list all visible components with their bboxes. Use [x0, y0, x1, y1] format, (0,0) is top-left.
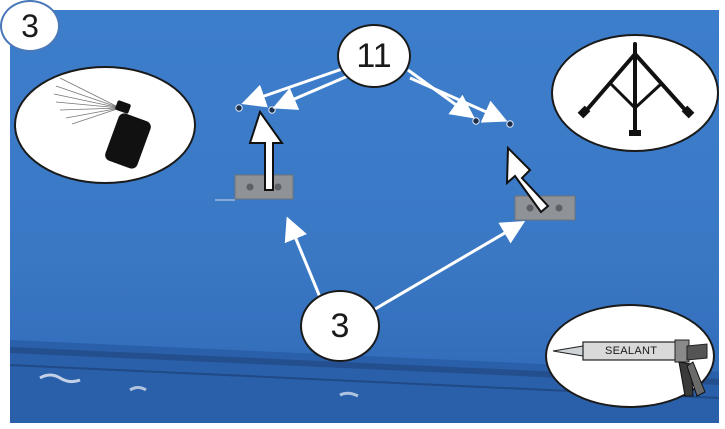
tripod-stand-icon	[577, 42, 695, 136]
bracket-to-hole-arrow	[505, 145, 550, 214]
spray-can-callout	[14, 66, 196, 184]
bracket-count-callout: 3	[300, 290, 380, 362]
hole-count-callout: 11	[337, 24, 411, 88]
hole-marker	[235, 104, 243, 112]
hole-marker	[506, 120, 514, 128]
hole-pointer-arrows	[241, 66, 508, 123]
spray-paint-can-icon	[53, 77, 151, 169]
bracket-pointer-arrows	[284, 216, 526, 314]
hole-marker	[268, 106, 276, 114]
step-number-badge: 3	[0, 0, 60, 52]
sealant-caulk-gun-icon	[552, 339, 708, 397]
sealant-label: SEALANT	[605, 345, 658, 357]
hole-marker	[472, 117, 480, 125]
sealant-gun-callout: SEALANT	[545, 304, 715, 408]
bracket-to-hole-arrow	[248, 109, 284, 191]
tripod-callout	[551, 34, 719, 152]
